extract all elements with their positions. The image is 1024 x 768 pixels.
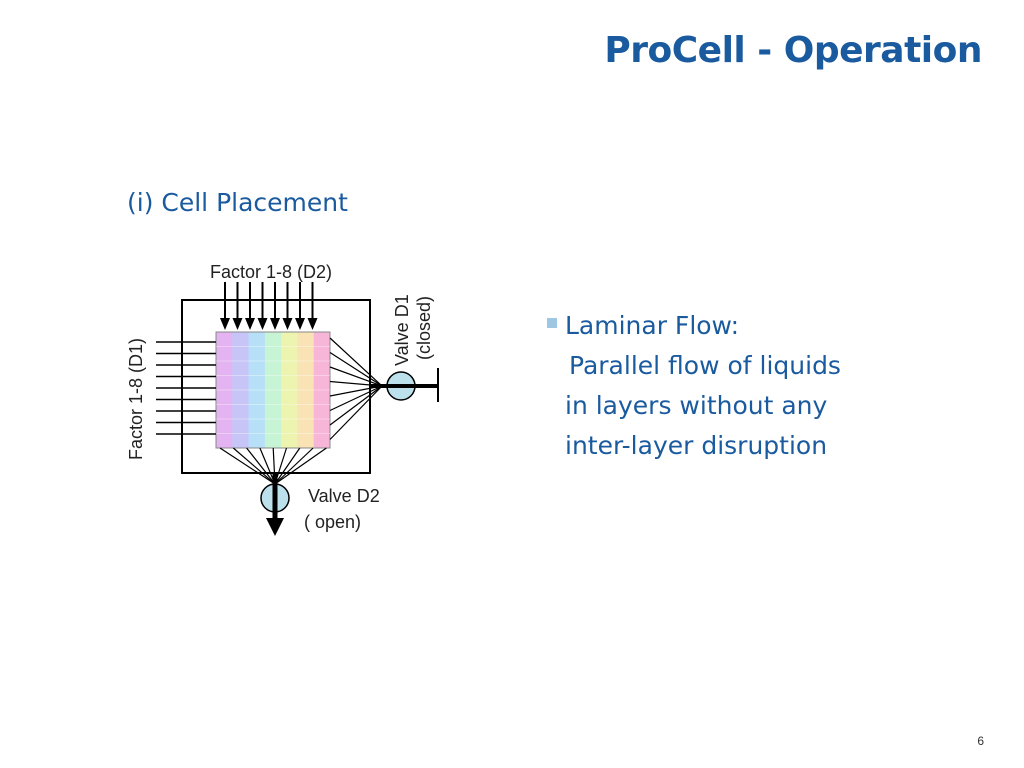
bullet-body: Parallel flow of liquids in layers witho… [565, 346, 927, 466]
label-valve-d2-state: ( open) [304, 512, 361, 532]
slide-subtitle: (i) Cell Placement [127, 188, 348, 217]
bullet-heading: Laminar Flow: [565, 311, 740, 340]
top-arrow-head-2 [232, 318, 243, 330]
right-line-8 [329, 385, 383, 440]
cell-placement-diagram: Factor 1-8 (D2) Factor 1-8 (D1) Valve D1… [120, 252, 450, 542]
page-number: 6 [977, 734, 984, 748]
bottom-line-8 [274, 447, 314, 485]
label-valve-d1-state: (closed) [414, 296, 434, 360]
label-factor-d2: Factor 1-8 (D2) [210, 262, 332, 282]
right-line-3 [329, 366, 383, 387]
left-inlet-lines [156, 341, 216, 435]
bottom-line-3 [246, 447, 276, 485]
bottom-line-9 [274, 447, 327, 485]
label-factor-d1: Factor 1-8 (D1) [126, 338, 146, 460]
bottom-line-2 [232, 447, 276, 485]
stripe-5 [281, 332, 298, 448]
stripe-2 [232, 332, 250, 448]
label-valve-d2: Valve D2 [308, 486, 380, 506]
bottom-line-1 [219, 447, 276, 485]
right-outlet-lines [329, 337, 383, 440]
bullet-line-3: inter-layer disruption [565, 431, 828, 460]
top-arrow-head-3 [245, 318, 255, 330]
stripes-border [215, 331, 331, 449]
stripe-6 [297, 332, 315, 448]
diagram-svg: Factor 1-8 (D2) Factor 1-8 (D1) Valve D1… [126, 262, 439, 536]
label-valve-d1: Valve D1 [392, 294, 412, 366]
slide-title: ProCell - Operation [604, 30, 982, 71]
bottom-line-7 [274, 447, 301, 485]
bullet-laminar-flow: Laminar Flow: Parallel flow of liquids i… [547, 306, 927, 466]
right-line-6 [329, 385, 383, 412]
right-line-7 [329, 385, 383, 426]
top-arrow-head-8 [307, 318, 318, 330]
valve-d2-arrowhead [266, 518, 284, 536]
right-line-1 [329, 337, 383, 387]
laminar-stripes [215, 331, 331, 449]
bullet-square-icon [547, 318, 557, 328]
top-arrow-head-1 [220, 318, 230, 330]
top-arrow-head-4 [257, 318, 268, 330]
bullet-heading-row: Laminar Flow: [547, 306, 927, 346]
right-line-2 [329, 351, 383, 387]
stripe-7 [313, 332, 331, 448]
bullet-line-2: in layers without any [565, 391, 828, 420]
stripe-overlay [216, 346, 330, 434]
bullet-line-1: Parallel flow of liquids [569, 351, 841, 380]
top-inlet-arrows [220, 282, 318, 330]
stripe-4 [264, 332, 282, 448]
top-arrow-head-7 [295, 318, 305, 330]
bottom-line-4 [259, 447, 276, 485]
top-arrow-head-5 [270, 318, 280, 330]
bottom-outlet-lines [219, 447, 327, 485]
stripe-3 [248, 332, 266, 448]
top-arrow-head-6 [282, 318, 293, 330]
stripe-1 [216, 332, 233, 448]
